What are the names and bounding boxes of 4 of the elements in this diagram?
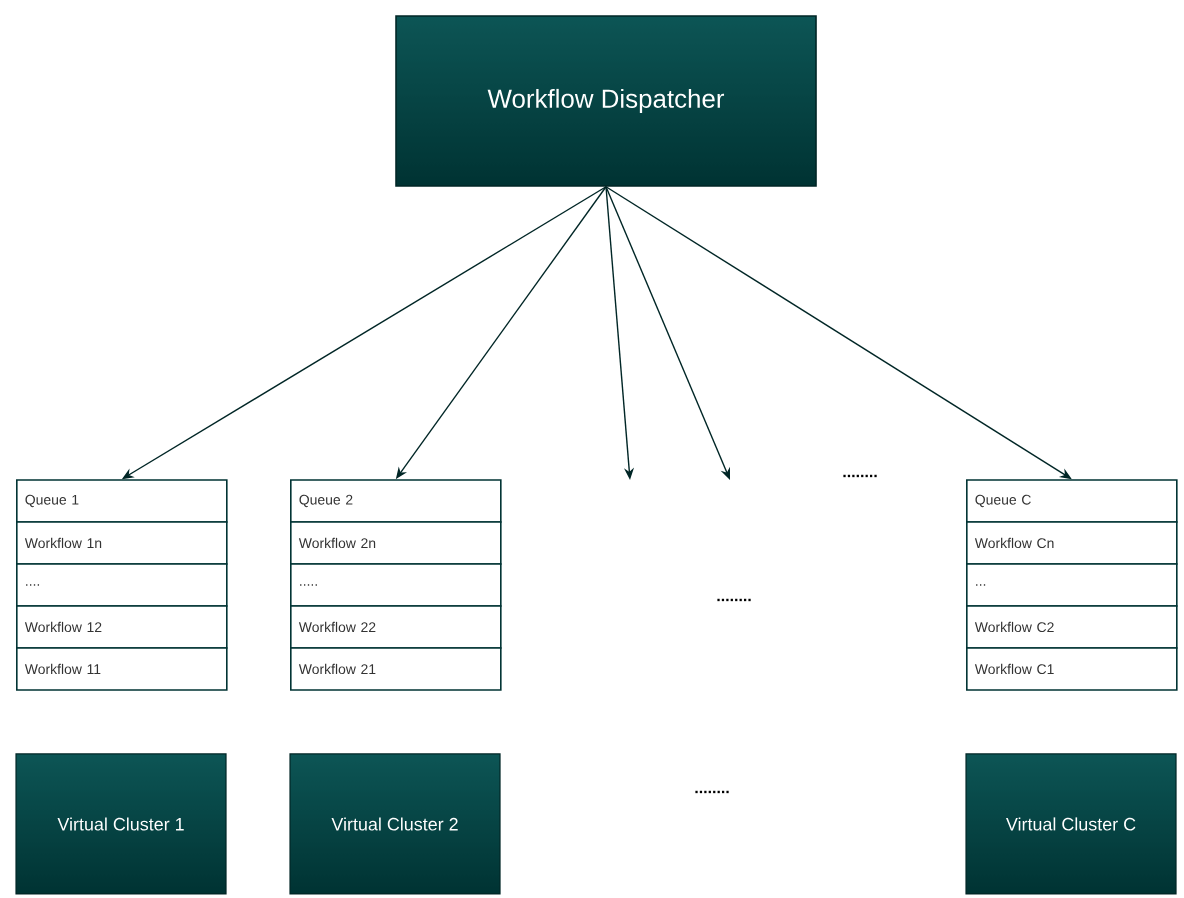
cluster-box: Virtual Cluster C (965, 753, 1177, 895)
dispatcher-box: Workflow Dispatcher (395, 15, 817, 187)
cluster-box: Virtual Cluster 2 (289, 753, 501, 895)
cluster-box: Virtual Cluster 1 (15, 753, 227, 895)
